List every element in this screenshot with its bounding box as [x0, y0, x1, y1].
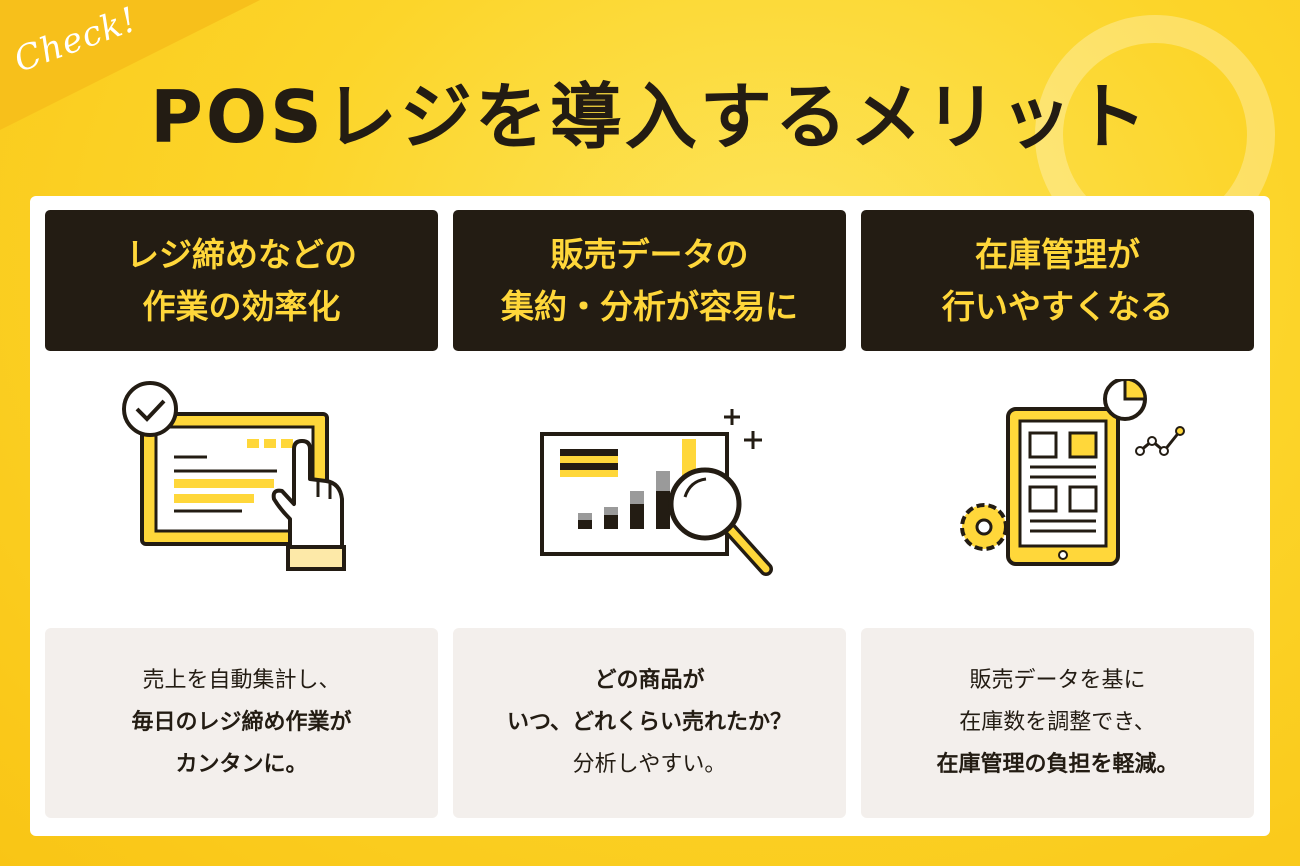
benefit-card-2: 販売データの 集約・分析が容易に: [453, 210, 846, 818]
card-heading: 販売データの 集約・分析が容易に: [453, 210, 846, 351]
description-line: カンタンに。: [175, 752, 308, 777]
heading-line: 在庫管理が: [975, 234, 1140, 274]
benefit-card-3: 在庫管理が 行いやすくなる: [861, 210, 1254, 818]
page-title: POSレジを導入するメリット: [150, 75, 1150, 159]
benefits-panel: レジ締めなどの 作業の効率化: [30, 196, 1270, 836]
card-heading: レジ締めなどの 作業の効率化: [45, 210, 438, 351]
description-line: 在庫数を調整でき、: [959, 710, 1156, 735]
card-description: どの商品が いつ、どれくらい売れたか？ 分析しやすい。: [453, 628, 846, 818]
description-line: 売上を自動集計し、: [142, 668, 341, 693]
heading-line: 販売データの: [550, 234, 749, 274]
heading-line: 作業の効率化: [142, 286, 341, 326]
chart-magnifier-icon: [453, 351, 846, 628]
description-line: いつ、どれくらい売れたか？: [506, 710, 793, 735]
description-line: 販売データを基に: [969, 668, 1146, 693]
description-line: 在庫管理の負担を軽減。: [936, 752, 1179, 777]
card-description: 売上を自動集計し、 毎日のレジ締め作業が カンタンに。: [45, 628, 438, 818]
checked-screen-hand-icon: [45, 351, 438, 628]
benefit-card-1: レジ締めなどの 作業の効率化: [45, 210, 438, 818]
heading-line: レジ締めなどの: [126, 234, 357, 274]
corner-decoration: [0, 0, 260, 130]
description-line: 分析しやすい。: [572, 752, 727, 777]
description-line: どの商品が: [594, 668, 705, 693]
card-heading: 在庫管理が 行いやすくなる: [861, 210, 1254, 351]
description-line: 毎日のレジ締め作業が: [131, 710, 352, 735]
tablet-inventory-icon: [861, 351, 1254, 628]
heading-line: 集約・分析が容易に: [501, 286, 798, 326]
heading-line: 行いやすくなる: [942, 286, 1173, 326]
card-description: 販売データを基に 在庫数を調整でき、 在庫管理の負担を軽減。: [861, 628, 1254, 818]
